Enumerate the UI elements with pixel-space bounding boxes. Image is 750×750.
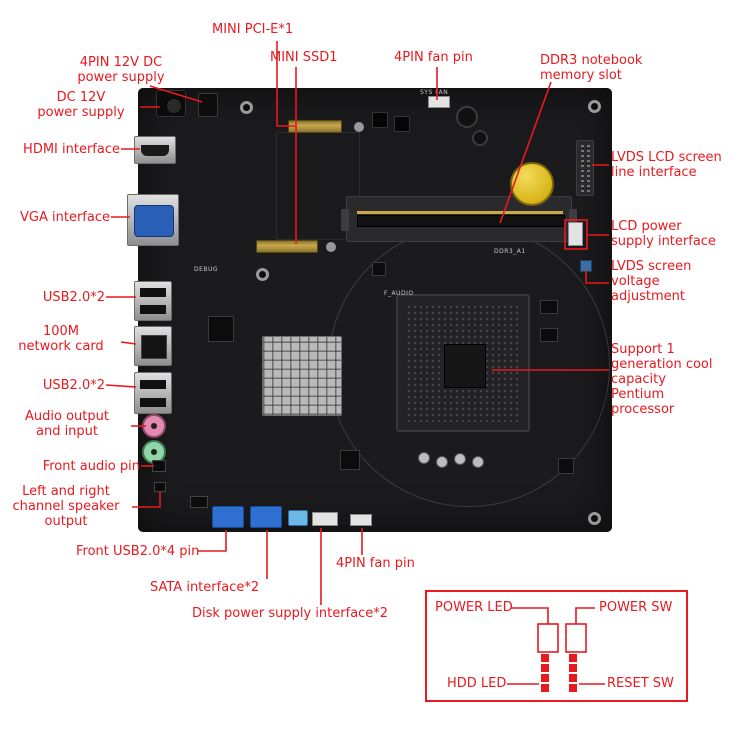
label-mini-pcie: MINI PCI-E*1: [212, 22, 294, 37]
pin-label-hdd-led: HDD LED: [447, 676, 507, 691]
label-front-usb: Front USB2.0*4 pin: [76, 544, 200, 559]
ethernet-port: [134, 326, 172, 366]
chip: [372, 262, 386, 276]
label-dc-12v-power: DC 12V power supply: [37, 90, 125, 120]
lcd-power-connector: [568, 222, 583, 246]
pin-label-power-sw: POWER SW: [599, 600, 673, 615]
leader-line-usb-bottom: [105, 384, 137, 388]
lvds-connector: [576, 140, 594, 196]
mounting-hole: [588, 100, 601, 113]
lvds-voltage-jumper: [580, 260, 592, 272]
label-mini-ssd: MINI SSD1: [270, 50, 338, 65]
lan-controller-chip: [208, 316, 234, 342]
inductor: [372, 112, 388, 128]
hdmi-port: [134, 136, 176, 164]
cmos-battery: [510, 162, 554, 206]
sata-ports: [250, 506, 282, 528]
label-lvds-volt: LVDS screen voltage adjustment: [611, 259, 692, 304]
capacitor: [472, 456, 484, 468]
front-panel-header: [190, 496, 208, 508]
speaker-header: [154, 482, 166, 492]
4pin-12v-connector: [198, 93, 218, 117]
capacitor: [418, 452, 430, 464]
inductor: [394, 116, 410, 132]
label-disk-power: Disk power supply interface*2: [192, 606, 389, 621]
label-lan: 100M network card: [18, 324, 104, 354]
label-lcd-power: LCD power supply interface: [611, 219, 716, 249]
capacitor: [472, 130, 488, 146]
disk-power-connector: [312, 512, 338, 526]
plug-power-led: [537, 623, 559, 653]
silkscreen-ddr3: DDR3_A1: [494, 248, 526, 255]
label-ddr3: DDR3 notebook memory slot: [540, 53, 643, 83]
label-audio: Audio output and input: [25, 409, 109, 439]
mounting-hole: [240, 101, 253, 114]
capacitor: [456, 106, 478, 128]
front-audio-header: [152, 460, 166, 472]
motherboard: SYS FAN DEBUG DDR3_A1 F_AUDIO: [127, 88, 612, 532]
capacitor: [454, 453, 466, 465]
mini-ssd-slot: [256, 240, 318, 253]
label-lvds: LVDS LCD screen line interface: [611, 150, 722, 180]
standoff: [354, 122, 364, 132]
label-vga: VGA interface: [20, 210, 110, 225]
label-usb-bottom: USB2.0*2: [42, 378, 105, 393]
label-cpu: Support 1 generation cool capacity Penti…: [611, 342, 713, 417]
capacitor: [436, 456, 448, 468]
fan-header-top: [428, 96, 450, 108]
fan-header-bottom: [350, 514, 372, 526]
usb-ports-top: [134, 281, 172, 321]
front-usb-header: [212, 506, 244, 528]
label-usb-top: USB2.0*2: [42, 290, 105, 305]
front-panel-pin-diagram: POWER LED POWER SW HDD LED RESET SW: [425, 590, 688, 702]
pin-label-reset-sw: RESET SW: [607, 676, 674, 691]
vga-port: [127, 194, 179, 246]
label-fan-bottom: 4PIN fan pin: [336, 556, 415, 571]
audio-jack-pink: [142, 414, 166, 438]
standoff: [326, 242, 336, 252]
pin-line-power-sw: [575, 607, 595, 624]
pin-header-graphic: [507, 607, 605, 692]
dc-power-jack: [156, 90, 186, 117]
chip: [540, 300, 558, 314]
cpu-socket: [396, 294, 530, 432]
mounting-hole: [588, 512, 601, 525]
silkscreen-f-audio: F_AUDIO: [384, 290, 414, 297]
mini-pcie-slot: [288, 120, 342, 133]
usb-ports-bottom: [134, 372, 172, 414]
plug-power-sw: [565, 623, 587, 653]
label-fan-top: 4PIN fan pin: [394, 50, 473, 65]
chip: [340, 450, 360, 470]
heatsink: [262, 336, 342, 416]
label-front-audio: Front audio pin: [42, 459, 140, 474]
label-4pin-12v-power: 4PIN 12V DC power supply: [77, 55, 165, 85]
chip: [558, 458, 574, 474]
label-sata: SATA interface*2: [150, 580, 260, 595]
chip: [540, 328, 558, 342]
silkscreen-sys-fan: SYS FAN: [420, 89, 449, 96]
pin-grid: [541, 654, 577, 692]
sata-port-2: [288, 510, 308, 526]
leader-line-front-usb: [198, 530, 227, 552]
pin-label-power-led: POWER LED: [435, 600, 513, 615]
label-speaker: Left and right channel speaker output: [12, 484, 120, 529]
pin-line-power-led: [511, 607, 549, 624]
label-hdmi: HDMI interface: [23, 142, 120, 157]
mounting-hole: [256, 268, 269, 281]
silkscreen-debug: DEBUG: [194, 266, 219, 273]
